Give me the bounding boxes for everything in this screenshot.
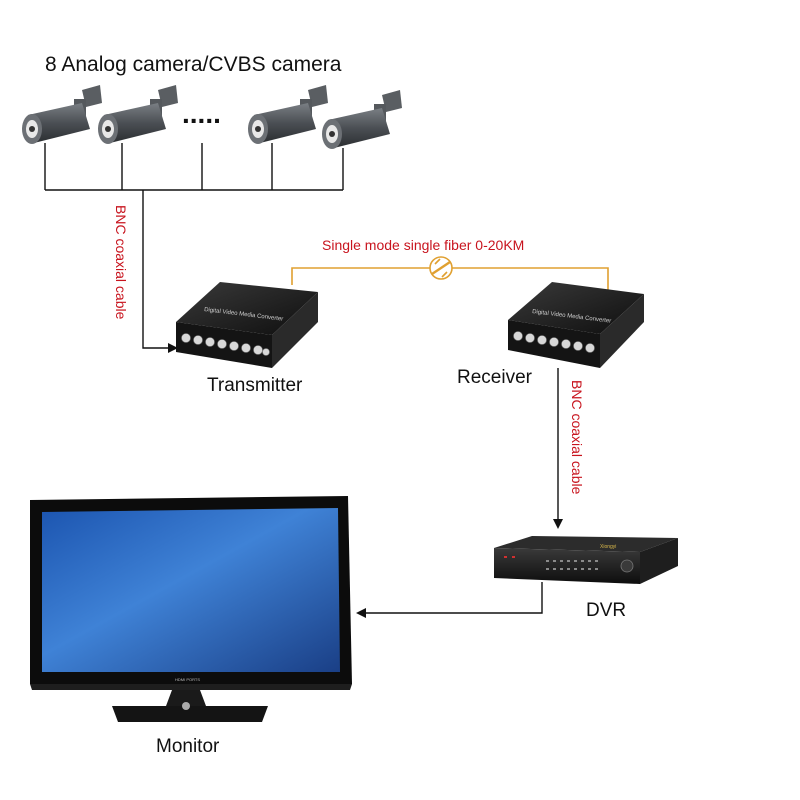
transmitter-bnc-ports: [181, 333, 270, 356]
camera-1: [22, 85, 102, 144]
bnc-cable-label-left: BNC coaxial cable: [113, 205, 129, 320]
dvr-front-buttons: [504, 556, 634, 573]
monitor-device: HDMI PORTS: [30, 496, 352, 722]
diagram-title: 8 Analog camera/CVBS camera: [45, 53, 342, 76]
bullet-camera-icon: [322, 90, 402, 149]
camera-bus-wiring: [44, 143, 344, 353]
dvr-monitor-cable: [356, 582, 543, 618]
camera-3: [248, 85, 328, 144]
fiber-label: Single mode single fiber 0-20KM: [322, 237, 524, 253]
bullet-camera-icon: [22, 85, 102, 144]
bullet-camera-icon: [98, 85, 178, 144]
camera-4: [322, 90, 402, 149]
transmitter-label: Transmitter: [207, 375, 303, 396]
receiver-bnc-ports: [513, 331, 595, 353]
bnc-cable-label-right: BNC coaxial cable: [569, 380, 585, 495]
receiver-device: Digital Video Media Converter: [508, 282, 644, 368]
dvr-label: DVR: [586, 600, 626, 621]
fiber-connector-icon: [429, 256, 453, 280]
receiver-label: Receiver: [457, 367, 533, 388]
camera-2: [98, 85, 178, 144]
monitor-label: Monitor: [156, 736, 220, 757]
camera-ellipsis: .....: [182, 98, 221, 129]
monitor-bezel-text: HDMI PORTS: [175, 677, 200, 682]
dvr-device: Xiongyi: [494, 536, 678, 584]
transmitter-device: Digital Video Media Converter: [176, 282, 318, 368]
dvr-brand-text: Xiongyi: [600, 544, 616, 550]
bullet-camera-icon: [248, 85, 328, 144]
